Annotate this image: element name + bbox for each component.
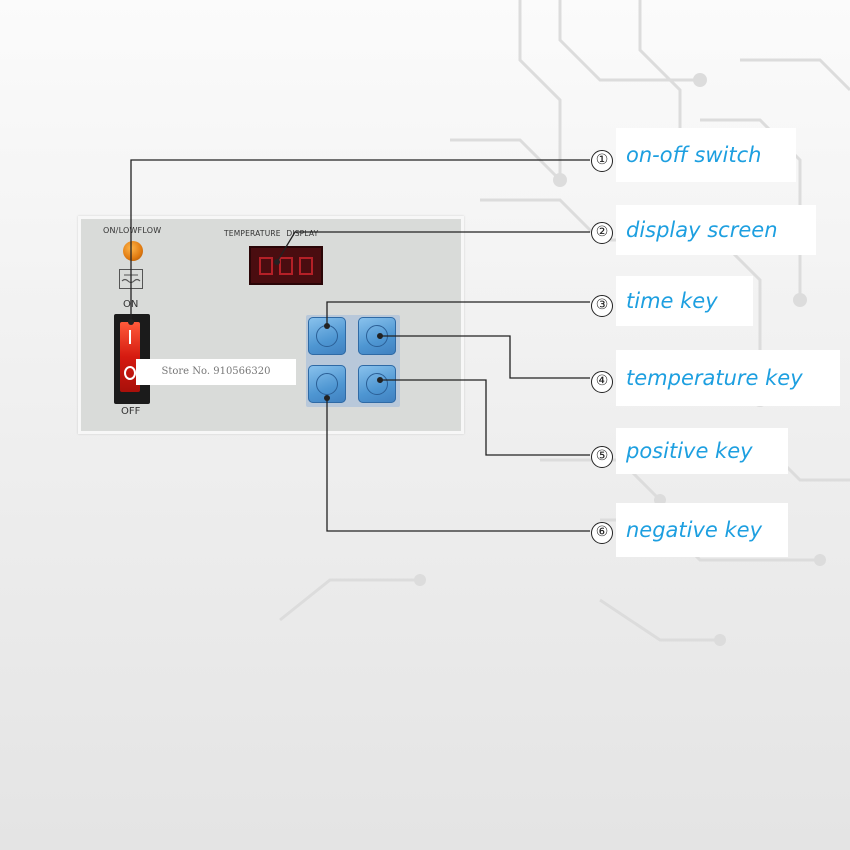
negative-key-button[interactable] <box>358 365 396 403</box>
positive-key-button[interactable] <box>308 365 346 403</box>
clock-icon <box>316 325 338 347</box>
callout-number-4: ④ <box>591 371 613 393</box>
callout-number-5: ⑤ <box>591 446 613 468</box>
indicator-lamp-icon <box>123 241 143 261</box>
plus-icon <box>316 373 338 395</box>
callout-negative-key: negative key <box>616 503 788 557</box>
on-lowflow-label: ON/LOWFLOW <box>103 226 162 235</box>
on-mark-icon <box>129 330 131 344</box>
minus-icon <box>366 373 388 395</box>
rocker-face <box>120 322 140 392</box>
display-digit <box>279 257 293 275</box>
switch-on-label: ON <box>123 299 139 310</box>
display-digit <box>259 257 273 275</box>
keypad <box>306 315 400 407</box>
callout-number-6: ⑥ <box>591 522 613 544</box>
switch-off-label: OFF <box>121 406 141 417</box>
off-mark-icon <box>124 366 136 380</box>
callout-time-key: time key <box>616 276 753 326</box>
water-flow-icon <box>119 269 143 289</box>
callout-number-1: ① <box>591 150 613 172</box>
callout-display-screen: display screen <box>616 205 816 255</box>
callout-number-2: ② <box>591 222 613 244</box>
temperature-key-button[interactable] <box>358 317 396 355</box>
control-panel: ON/LOWFLOW ON Store No. 910566320 OFF TE… <box>78 216 464 434</box>
time-key-button[interactable] <box>308 317 346 355</box>
display-digit <box>299 257 313 275</box>
callout-on-off-switch: on-off switch <box>616 128 796 182</box>
thermometer-icon <box>366 325 388 347</box>
temperature-display-screen <box>249 246 323 285</box>
callout-positive-key: positive key <box>616 428 788 474</box>
callout-number-3: ③ <box>591 295 613 317</box>
callout-temperature-key: temperature key <box>616 350 840 406</box>
temperature-display-label: TEMPERATURE DISPLAY <box>224 229 319 238</box>
store-watermark: Store No. 910566320 <box>136 359 296 385</box>
